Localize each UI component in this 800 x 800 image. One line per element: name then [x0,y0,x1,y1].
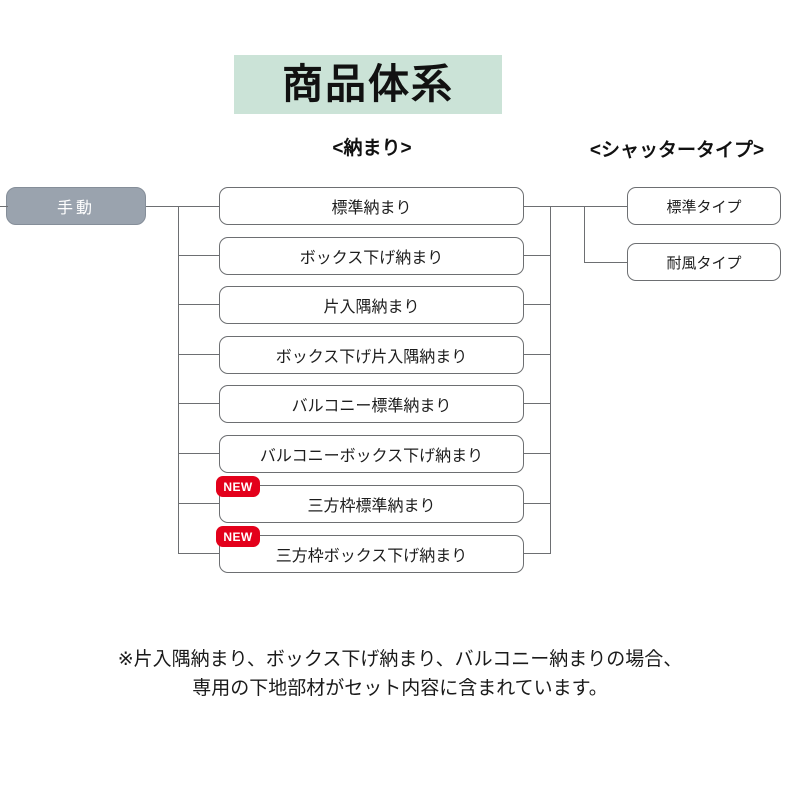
footnote-line-2: 専用の下地部材がセット内容に含まれています。 [192,678,608,700]
connector-branch-shutter-2 [584,262,627,263]
node-manual-label: 手動 [56,200,95,217]
node-osamari-8-label: 三方枠ボックス下げ納まり [275,548,468,565]
connector-branch-right-5 [524,403,551,404]
node-osamari-7[interactable]: 三方枠標準納まり [219,485,524,523]
connector-branch-left-6 [178,453,219,454]
node-osamari-8[interactable]: 三方枠ボックス下げ納まり [219,535,524,573]
footnote-line-1: ※片入隅納まり、ボックス下げ納まり、バルコニー納まりの場合、 [117,649,683,670]
connector-branch-right-6 [524,453,551,454]
node-osamari-6-label: バルコニーボックス下げ納まり [259,448,484,465]
node-osamari-5[interactable]: バルコニー標準納まり [219,385,524,423]
connector-to-shutter [550,206,585,207]
node-shutter-1-label: 標準タイプ [666,198,742,216]
connector-branch-left-3 [178,304,219,305]
node-osamari-7-label: 三方枠標準納まり [307,498,436,515]
column-heading-shutter: <シャッタータイプ> [589,140,765,161]
new-badge-label: NEW [223,479,253,494]
connector-branch-right-1 [524,206,551,207]
page-title-banner: 商品体系 [234,55,502,114]
node-osamari-3-label: 片入隅納まり [323,299,420,316]
connector-branch-right-8 [524,553,551,554]
footnote: ※片入隅納まり、ボックス下げ納まり、バルコニー納まりの場合、 専用の下地部材がセ… [60,645,740,704]
column-heading-osamari: <納まり> [332,138,412,159]
connector-branch-left-5 [178,403,219,404]
connector-branch-right-4 [524,354,551,355]
node-osamari-5-label: バルコニー標準納まり [291,398,452,415]
node-shutter-1[interactable]: 標準タイプ [627,187,781,225]
new-badge-label: NEW [223,529,253,544]
node-manual[interactable]: 手動 [6,187,146,225]
new-badge-osamari-7: NEW [216,476,260,497]
connector-root-left-stub [0,206,8,207]
node-osamari-1[interactable]: 標準納まり [219,187,524,225]
connector-branch-left-7 [178,503,219,504]
node-shutter-2[interactable]: 耐風タイプ [627,243,781,281]
connector-branch-left-1 [178,206,219,207]
connector-branch-shutter-1 [584,206,627,207]
node-osamari-6[interactable]: バルコニーボックス下げ納まり [219,435,524,473]
connector-left-spine [178,206,179,553]
connector-branch-left-4 [178,354,219,355]
node-osamari-1-label: 標準納まり [331,200,412,217]
node-osamari-4[interactable]: ボックス下げ片入隅納まり [219,336,524,374]
node-osamari-2-label: ボックス下げ納まり [299,250,444,267]
connector-branch-right-7 [524,503,551,504]
connector-branch-left-8 [178,553,219,554]
node-shutter-2-label: 耐風タイプ [666,254,742,272]
connector-branch-right-2 [524,255,551,256]
node-osamari-2[interactable]: ボックス下げ納まり [219,237,524,275]
new-badge-osamari-8: NEW [216,526,260,547]
node-osamari-4-label: ボックス下げ片入隅納まり [275,349,468,366]
connector-branch-right-3 [524,304,551,305]
page-title: 商品体系 [282,61,454,107]
connector-shutter-spine [584,206,585,262]
connector-branch-left-2 [178,255,219,256]
node-osamari-3[interactable]: 片入隅納まり [219,286,524,324]
connector-right-spine [550,206,551,553]
